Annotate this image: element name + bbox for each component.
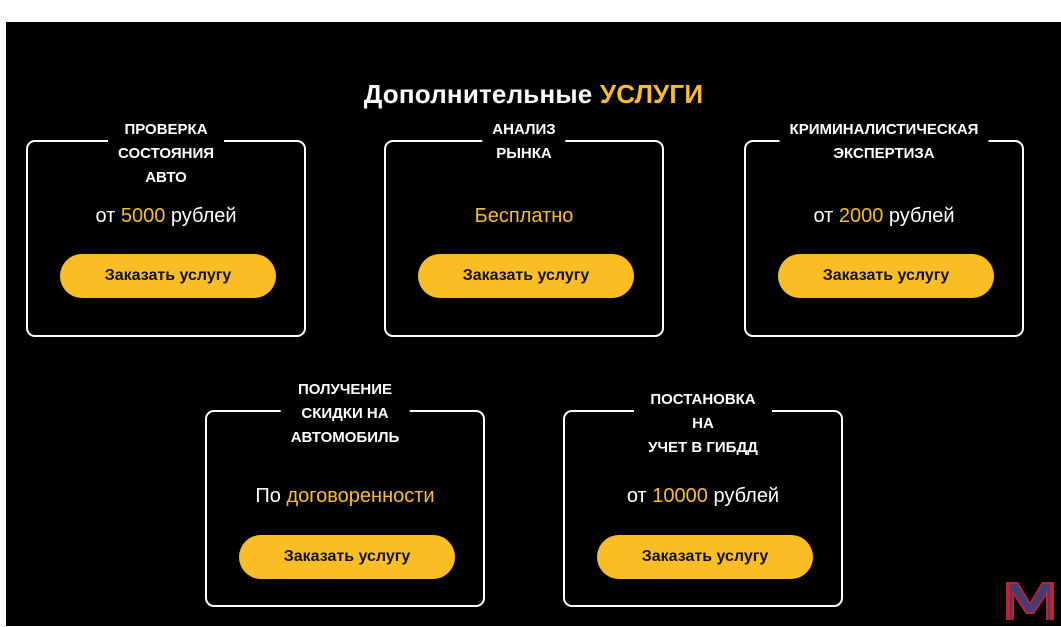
section-title: Дополнительные УСЛУГИ bbox=[6, 78, 1061, 110]
price-value: договоренности bbox=[286, 485, 435, 507]
price-suffix: рублей bbox=[883, 205, 955, 227]
price-suffix: рублей bbox=[707, 485, 780, 507]
price-prefix: от bbox=[626, 485, 653, 507]
service-price: от 10000 рублей bbox=[565, 483, 841, 509]
order-service-button[interactable]: Заказать услугу bbox=[597, 535, 813, 579]
price-value: 2000 bbox=[838, 205, 884, 227]
service-title: ПОЛУЧЕНИЕ СКИДКИ НА АВТОМОБИЛЬ bbox=[280, 378, 410, 450]
service-price: от 5000 рублей bbox=[28, 203, 304, 229]
price-value: 10000 bbox=[652, 485, 708, 507]
m-logo-icon bbox=[1002, 574, 1058, 622]
service-card-gibdd-registration: ПОСТАНОВКА НА УЧЕТ В ГИБДД от 10000 рубл… bbox=[563, 388, 843, 607]
order-service-button[interactable]: Заказать услугу bbox=[239, 535, 455, 579]
order-service-button[interactable]: Заказать услугу bbox=[778, 254, 994, 298]
price-prefix: По bbox=[255, 485, 287, 507]
services-section: Дополнительные УСЛУГИ ПРОВЕРКА СОСТОЯНИЯ… bbox=[6, 22, 1061, 626]
service-title: КРИМИНАЛИСТИЧЕСКАЯ ЭКСПЕРТИЗА bbox=[779, 118, 989, 166]
service-price: от 2000 рублей bbox=[746, 203, 1022, 229]
service-title: АНАЛИЗ РЫНКА bbox=[482, 118, 566, 166]
service-title: ПОСТАНОВКА НА УЧЕТ В ГИБДД bbox=[634, 388, 772, 460]
price-prefix: от bbox=[95, 205, 121, 227]
service-price: Бесплатно bbox=[386, 203, 662, 229]
service-price: По договоренности bbox=[207, 483, 483, 509]
order-service-button[interactable]: Заказать услугу bbox=[418, 254, 634, 298]
order-service-button[interactable]: Заказать услугу bbox=[60, 254, 276, 298]
section-title-prefix: Дополнительные bbox=[363, 79, 593, 109]
service-card-car-discount: ПОЛУЧЕНИЕ СКИДКИ НА АВТОМОБИЛЬ По догово… bbox=[205, 378, 485, 607]
service-title: ПРОВЕРКА СОСТОЯНИЯ АВТО bbox=[107, 118, 225, 190]
service-card-market-analysis: АНАЛИЗ РЫНКА Бесплатно Заказать услугу bbox=[384, 118, 664, 337]
service-card-vehicle-check: ПРОВЕРКА СОСТОЯНИЯ АВТО от 5000 рублей З… bbox=[26, 118, 306, 337]
price-suffix: рублей bbox=[165, 205, 237, 227]
price-value: 5000 bbox=[120, 205, 166, 227]
service-card-forensic-examination: КРИМИНАЛИСТИЧЕСКАЯ ЭКСПЕРТИЗА от 2000 ру… bbox=[744, 118, 1024, 337]
price-value: Бесплатно bbox=[474, 205, 574, 227]
section-title-accent: УСЛУГИ bbox=[599, 79, 704, 109]
price-prefix: от bbox=[813, 205, 839, 227]
